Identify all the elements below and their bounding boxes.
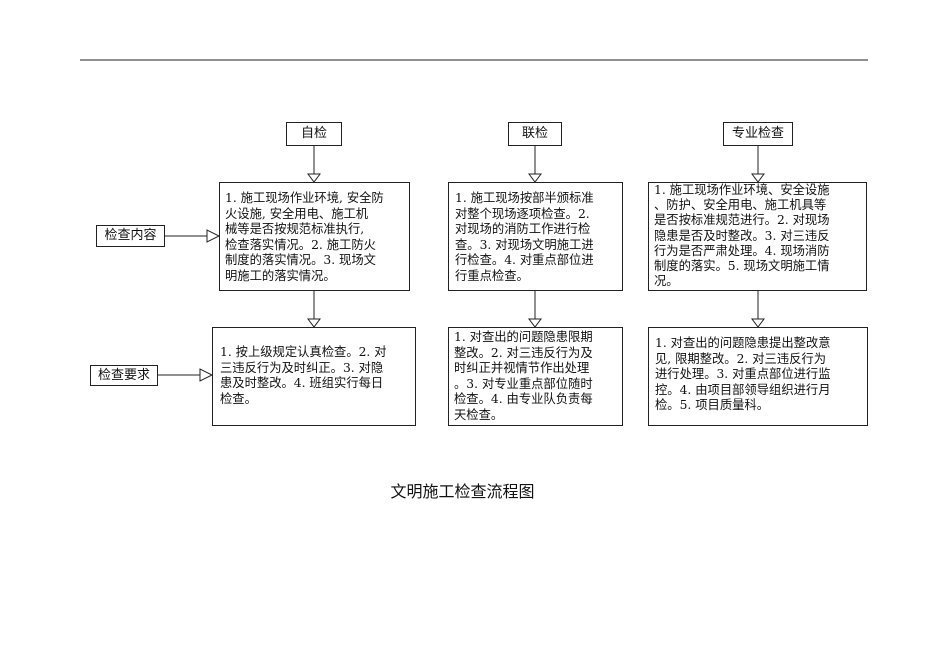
text-line: 行重点检查。: [455, 268, 529, 283]
header-self-check: 自检: [286, 122, 342, 146]
header-special-check: 专业检查: [723, 122, 793, 146]
header-joint-check: 联检: [508, 122, 562, 146]
text-line: 1. 施工现场作业环境、安全设施: [654, 183, 830, 197]
arrow-requirements: [158, 368, 214, 382]
arrow-self-1: [307, 146, 321, 183]
self-check-content-box: 1. 施工现场作业环境, 安全防 火设施, 安全用电、施工机 械等是否按规范标准…: [219, 182, 410, 291]
arrow-joint-1: [528, 146, 542, 183]
text-line: 1. 按上级规定认真检查。2. 对: [220, 345, 387, 359]
text-line: 是否按标准规范进行。2. 对现场: [654, 213, 830, 228]
text-line: 1. 施工现场作业环境, 安全防: [225, 191, 384, 205]
text-line: 1. 对查出的问题隐患限期: [454, 330, 593, 344]
text-line: 明施工的落实情况。: [225, 268, 336, 283]
diagram-title: 文明施工检查流程图: [390, 482, 535, 501]
text-line: 械等是否按规范标准执行,: [225, 222, 365, 237]
special-check-content-box: 1. 施工现场作业环境、安全设施 、防护、安全用电、施工机具等 是否按标准规范进…: [648, 182, 867, 291]
text-line: 制度的落实情况。3. 现场文: [225, 253, 376, 268]
text-line: 隐患是否及时整改。3. 对三违反: [654, 228, 830, 243]
text-line: 火设施, 安全用电、施工机: [225, 206, 369, 221]
arrow-self-2: [307, 290, 321, 328]
text-line: 。3. 对专业重点部位随时: [454, 376, 593, 391]
text-line: 对整个现场逐项检查。2.: [455, 206, 590, 221]
joint-check-requirements-box: 1. 对查出的问题隐患限期 整改。2. 对三违反行为及 时纠正并视情节作出处理 …: [448, 327, 623, 426]
text-line: 对现场的消防工作进行检: [455, 222, 591, 237]
text-line: 三违反行为及时纠正。3. 对隐: [220, 360, 384, 375]
arrow-special-2: [751, 290, 765, 328]
text-line: 、防护、安全用电、施工机具等: [654, 198, 827, 213]
label-content: 检查内容: [96, 225, 165, 247]
text-line: 查。3. 对现场文明施工进: [455, 237, 594, 252]
label-requirements: 检查要求: [90, 365, 158, 386]
text-line: 患及时整改。4. 班组实行每日: [220, 376, 384, 391]
text-line: 时纠正并视情节作出处理: [454, 361, 590, 376]
text-line: 控。4. 由项目部领导组织进行月: [655, 382, 831, 397]
text-line: 天检查。: [454, 407, 504, 422]
arrow-special-1: [751, 146, 765, 183]
text-line: 检查落实情况。2. 施工防火: [225, 237, 376, 252]
text-line: 见, 限期整改。2. 对三违反行为: [655, 351, 827, 366]
self-check-requirements-box: 1. 按上级规定认真检查。2. 对 三违反行为及时纠正。3. 对隐 患及时整改。…: [212, 327, 416, 426]
text-line: 行检查。4. 对重点部位进: [455, 253, 594, 268]
arrow-joint-2: [528, 290, 542, 328]
text-line: 1. 对查出的问题隐患提出整改意: [655, 336, 831, 350]
text-line: 1. 施工现场按部半颁标准: [455, 191, 594, 205]
text-line: 进行处理。3. 对重点部位进行监: [655, 367, 831, 382]
text-line: 况。: [654, 274, 679, 289]
text-line: 行为是否严肃处理。4. 现场消防: [654, 243, 830, 258]
text-line: 制度的落实。5. 现场文明施工情: [654, 259, 830, 274]
text-line: 检查。4. 由专业队负责每: [454, 392, 593, 407]
text-line: 检查。: [220, 391, 257, 406]
text-line: 检。5. 项目质量科。: [655, 398, 770, 413]
text-line: 整改。2. 对三违反行为及: [454, 345, 593, 360]
arrow-content: [165, 229, 221, 243]
special-check-requirements-box: 1. 对查出的问题隐患提出整改意 见, 限期整改。2. 对三违反行为 进行处理。…: [648, 327, 868, 426]
joint-check-content-box: 1. 施工现场按部半颁标准 对整个现场逐项检查。2. 对现场的消防工作进行检 查…: [448, 182, 623, 291]
